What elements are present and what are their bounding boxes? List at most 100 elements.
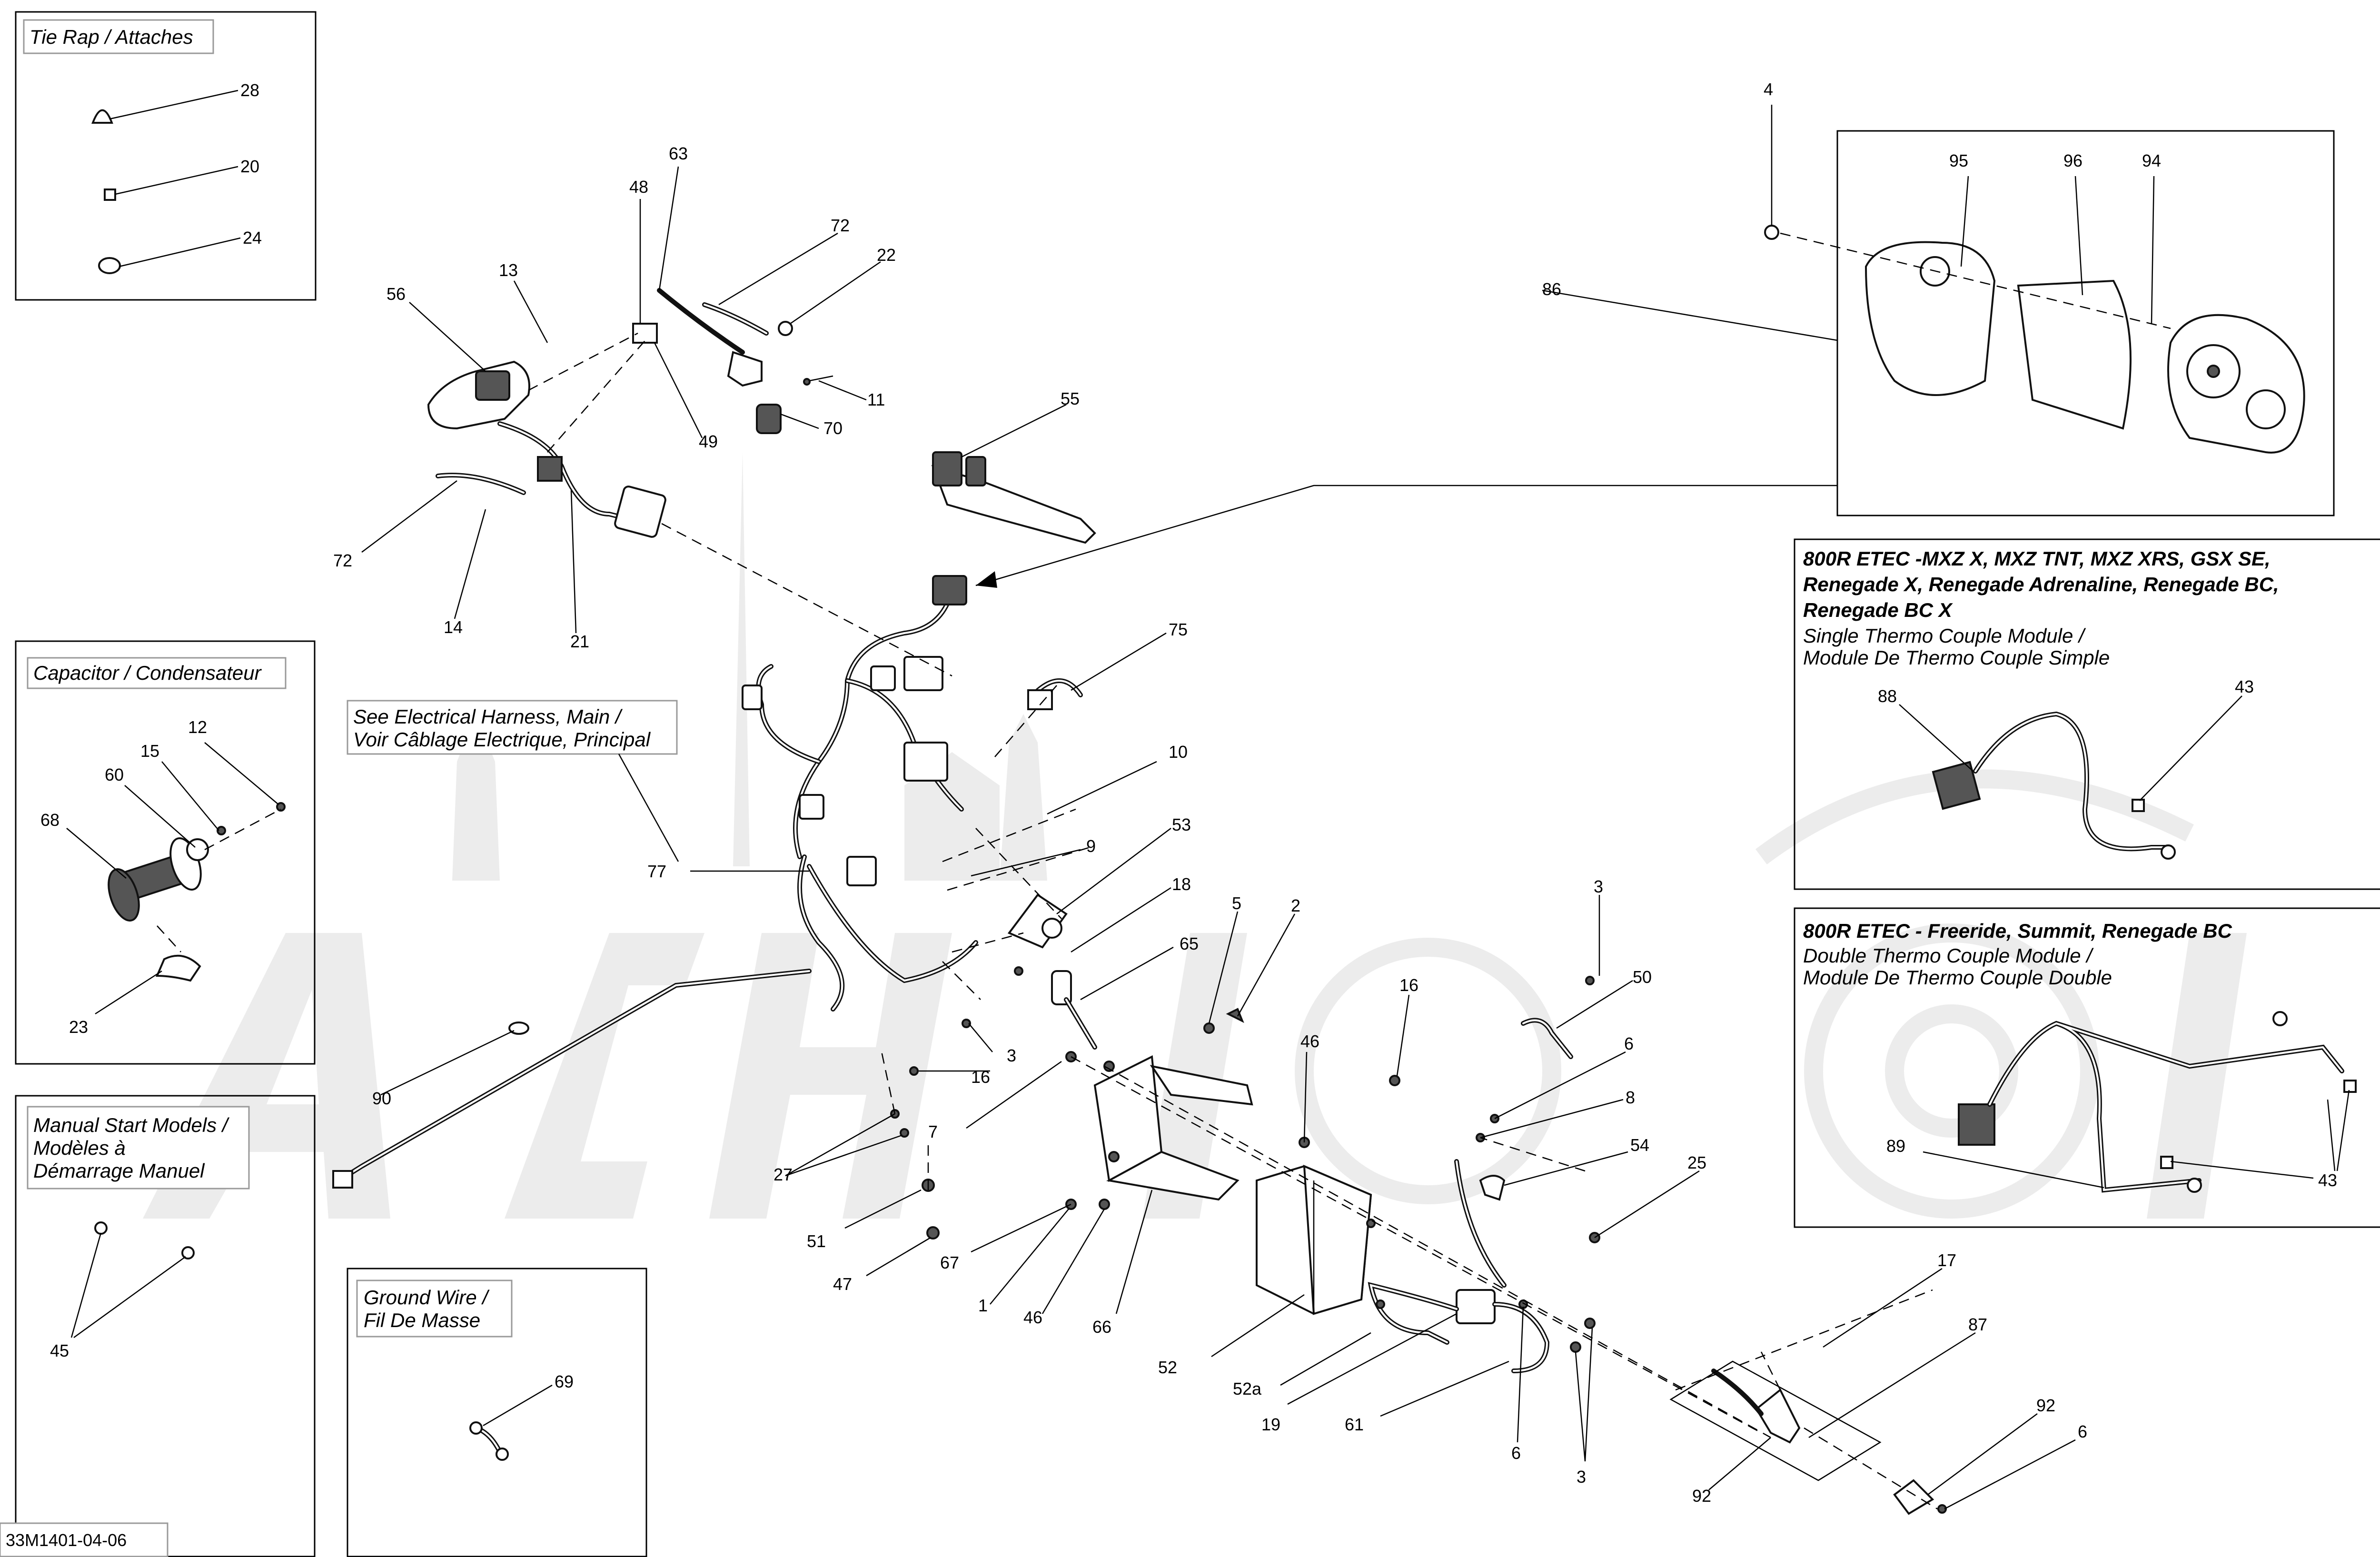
callout-45: 45 [50,1341,69,1360]
callout-75: 75 [1169,620,1188,639]
double-thermo-sub-1: Double Thermo Couple Module / [1803,944,2094,967]
callout-20: 20 [240,157,259,176]
callout-43-double-a: 43 [2318,1170,2337,1190]
tie-rap-box: Tie Rap / Attaches 28 20 24 [15,11,317,301]
callout-numbers: 63 72 22 48 13 56 11 70 49 55 72 14 21 7… [333,144,2087,1506]
callout-92-left: 92 [1692,1486,1711,1506]
clip-45-b [181,1246,195,1259]
fuse-18 [1051,970,1072,1005]
callout-46-lower: 46 [1023,1308,1042,1327]
capacitor-12-screw [276,802,286,812]
callout-72-lower: 72 [333,551,352,570]
callout-28: 28 [240,80,259,100]
callout-56: 56 [387,284,406,304]
callout-8: 8 [1626,1088,1635,1107]
bracket-87 [1711,1369,1801,1444]
gauge-lens-96 [2017,279,2132,430]
callout-3-bottom: 3 [1577,1467,1586,1487]
callout-14: 14 [444,617,463,637]
gauge-box: 95 96 94 [1780,130,2335,516]
callout-52a: 52a [1233,1379,1262,1398]
callout-6-upper: 6 [1624,1034,1634,1053]
callout-61: 61 [1345,1415,1364,1434]
callout-87: 87 [1968,1315,1987,1334]
arrow-to-harness [976,571,997,588]
clamp-22 [778,321,793,336]
callout-10: 10 [1169,742,1188,762]
callout-52: 52 [1158,1358,1177,1377]
manual-start-title-1: Manual Start Models / [33,1114,230,1136]
callout-3-mid: 3 [1007,1046,1016,1065]
wire-90 [332,969,812,1189]
callout-88: 88 [1878,686,1897,706]
boot-70 [756,404,782,434]
callout-92-right: 92 [2036,1396,2055,1415]
callout-89: 89 [1886,1136,1905,1156]
callout-49: 49 [699,432,718,451]
assembly-lines [528,332,1938,1510]
tie-rap-title: Tie Rap / Attaches [30,26,193,48]
callout-16-right: 16 [1399,975,1418,995]
throttle-switch-housing-56 [427,360,631,521]
see-harness-line-1: See Electrical Harness, Main / [353,705,623,728]
callout-63: 63 [669,144,688,163]
capacitor-title: Capacitor / Condensateur [33,662,262,684]
callout-22: 22 [877,245,896,265]
capacitor-15-nut [217,826,226,835]
callout-24: 24 [243,228,262,248]
callout-90: 90 [372,1089,391,1108]
single-thermo-sub-2: Module De Thermo Couple Simple [1803,646,2110,669]
tie-rap-20-part [104,188,116,201]
callout-15: 15 [140,741,159,761]
single-thermo-heading-3: Renegade BC X [1803,599,1954,621]
callout-67: 67 [940,1253,959,1272]
callout-6-middle: 6 [1511,1443,1521,1463]
manual-start-box: Manual Start Models / Modèles à Démarrag… [15,1095,316,1557]
tie-rap-24-part [98,257,121,274]
document-code-box: 33M1401-04-06 [0,1522,169,1557]
callout-21: 21 [570,632,589,651]
callout-60: 60 [105,765,124,784]
single-thermo-clip-43 [2132,799,2145,812]
boot-54 [1479,1175,1506,1201]
tie-rap-28-part [91,109,113,124]
callout-72-upper: 72 [831,216,850,235]
main-harness-77 [742,575,978,1012]
bracket-66 [1093,1055,1253,1201]
capacitor-23-cover [155,954,201,982]
callout-12: 12 [188,717,207,737]
gauge-nut-4 [1764,225,1779,240]
callout-6-bottom: 6 [2078,1422,2087,1441]
gauge-bezel-95 [1864,241,1996,396]
callout-25: 25 [1687,1153,1706,1172]
single-thermo-heading-2: Renegade X, Renegade Adrenaline, Renegad… [1803,573,2279,595]
single-thermo-heading-1: 800R ETEC -MXZ X, MXZ TNT, MXZ XRS, GSX … [1803,547,2271,570]
callout-13: 13 [499,260,518,280]
callout-51: 51 [807,1231,826,1251]
double-thermo-sub-2: Module De Thermo Couple Double [1803,966,2112,989]
callout-50: 50 [1633,967,1652,987]
callout-65: 65 [1180,934,1199,953]
connector-75 [1027,678,1083,710]
manual-start-title-3: Démarrage Manuel [33,1160,205,1182]
callout-9: 9 [1086,836,1096,856]
callout-46-upper: 46 [1300,1031,1319,1051]
single-thermo-box: 800R ETEC -MXZ X, MXZ TNT, MXZ XRS, GSX … [1794,538,2380,890]
callout-94: 94 [2142,151,2161,170]
cable-63 [657,288,745,355]
callout-47: 47 [833,1274,852,1294]
callout-27: 27 [774,1165,793,1184]
callout-69: 69 [555,1372,574,1391]
callout-95: 95 [1949,151,1968,170]
single-thermo-sub-1: Single Thermo Couple Module / [1803,625,2086,647]
callout-16-left: 16 [971,1067,990,1087]
callout-86: 86 [1542,279,1561,299]
double-thermo-clip-43-a [2160,1156,2173,1169]
callout-leaders [361,166,2076,1510]
see-harness-note: See Electrical Harness, Main / Voir Câbl… [347,700,679,862]
ecm-module-52 [1256,1164,1372,1315]
ground-wire-box: Ground Wire / Fil De Masse 69 [347,1268,647,1557]
callout-68: 68 [40,810,60,830]
thermo-module-88 [1932,761,1981,810]
